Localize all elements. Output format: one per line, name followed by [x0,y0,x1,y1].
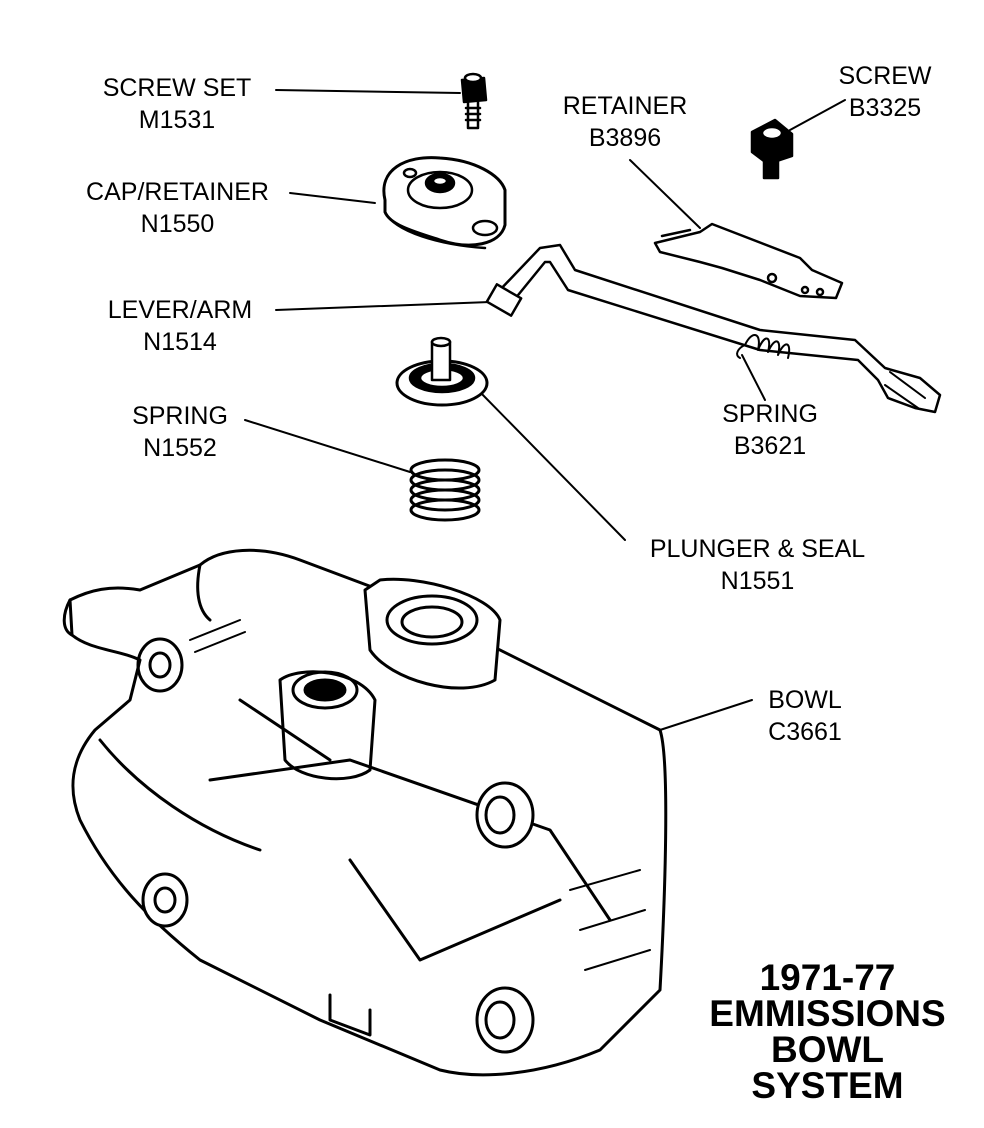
label-screw: SCREW B3325 [800,60,970,124]
label-screw-code: B3325 [848,94,922,122]
label-plunger-seal-name: PLUNGER & SEAL [649,535,866,563]
label-spring-small-name: SPRING [132,402,228,430]
label-spring-lever-code: B3621 [733,432,807,460]
label-screw-set-name: SCREW SET [102,74,252,102]
label-retainer: RETAINER B3896 [530,90,720,154]
screw-part [750,118,794,180]
leader-lines [244,89,846,731]
label-lever-arm: LEVER/ARM N1514 [80,294,280,358]
title-line-2: EMMISSIONS [709,993,946,1034]
label-cap-retainer-name: CAP/RETAINER [86,178,269,206]
plunger-seal-part [395,336,489,407]
label-cap-retainer: CAP/RETAINER N1550 [55,176,300,240]
diagram-title: 1971-77 EMMISSIONS BOWL SYSTEM [690,957,965,1106]
retainer-part [653,222,844,300]
label-bowl-code: C3661 [768,718,842,746]
label-bowl-name: BOWL [768,686,842,714]
label-cap-retainer-code: N1550 [140,210,215,238]
title-line-3: BOWL [770,1029,885,1070]
cap-retainer-part [382,156,507,250]
small-spring-part [409,458,481,522]
label-lever-arm-name: LEVER/ARM [107,296,253,324]
label-spring-small: SPRING N1552 [100,400,260,464]
lever-spring-part [736,334,791,359]
screw-set-part [460,72,488,130]
label-bowl: BOWL C3661 [740,684,870,748]
label-plunger-seal: PLUNGER & SEAL N1551 [615,533,900,597]
label-spring-lever: SPRING B3621 [690,398,850,462]
label-spring-lever-name: SPRING [722,400,818,428]
label-retainer-code: B3896 [588,124,662,152]
label-plunger-seal-code: N1551 [720,567,795,595]
label-screw-name: SCREW [838,62,932,90]
title-line-1: 1971-77 [759,957,896,998]
lever-arm-part [485,243,942,414]
label-screw-set: SCREW SET M1531 [82,72,272,136]
bowl-part [62,548,668,1077]
label-lever-arm-code: N1514 [143,328,217,356]
label-retainer-name: RETAINER [562,92,688,120]
label-spring-small-code: N1552 [143,434,217,462]
label-screw-set-code: M1531 [138,106,216,134]
title-line-4: SYSTEM [751,1065,904,1106]
